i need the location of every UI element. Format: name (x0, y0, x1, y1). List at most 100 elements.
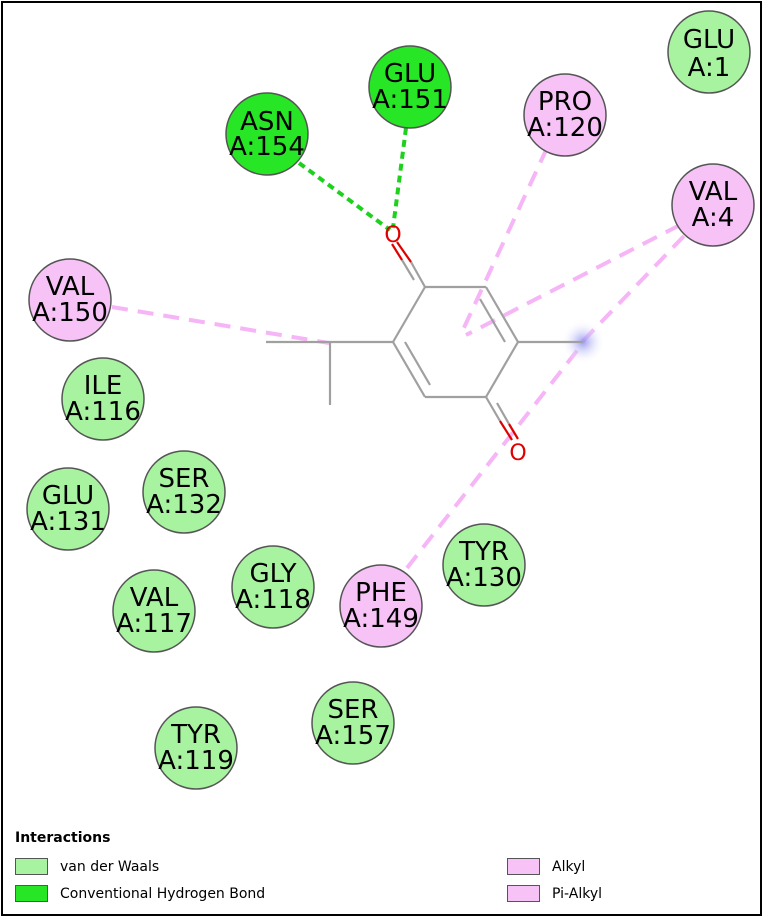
residue-ile116[interactable]: ILE A:116 (61, 357, 145, 441)
ring-bond (392, 341, 426, 398)
residue-circle (368, 45, 452, 129)
ring-double-inner (479, 298, 506, 343)
hbond-line-asn154 (297, 161, 392, 232)
residue-circle (523, 73, 607, 157)
legend-swatch (15, 885, 48, 902)
residue-glu1[interactable]: GLU A:1 (667, 10, 751, 94)
residue-number: A:118 (235, 585, 311, 615)
residue-name: ASN (240, 107, 294, 137)
legend-item-alkyl: Alkyl (507, 858, 585, 875)
residue-name: GLU (683, 25, 735, 55)
residue-asn154[interactable]: ASN A:154 (225, 92, 309, 176)
oxygen-atom-1: O (384, 223, 401, 248)
ring-bond (392, 286, 426, 343)
alkyl-line-val150 (111, 305, 330, 345)
carbonyl-bond-red (391, 243, 403, 261)
residue-number: A:117 (116, 609, 192, 639)
legend-swatch (507, 858, 540, 875)
residue-name: SER (328, 695, 379, 725)
residue-ser132[interactable]: SER A:132 (142, 450, 226, 534)
residue-number: A:154 (229, 132, 305, 162)
residue-tyr119[interactable]: TYR A:119 (154, 706, 238, 790)
residue-number: A:157 (315, 721, 391, 751)
ring-bond (485, 286, 519, 343)
ring-double-inner (404, 341, 431, 386)
residue-val117[interactable]: VAL A:117 (112, 569, 196, 653)
ligand (266, 285, 583, 405)
residue-name: GLU (42, 481, 94, 511)
residue-circle (225, 92, 309, 176)
residue-phe149[interactable]: PHE A:149 (339, 564, 423, 648)
residue-number: A:120 (527, 113, 603, 143)
residue-circle (154, 706, 238, 790)
residue-gly118[interactable]: GLY A:118 (231, 545, 315, 629)
residue-pro120[interactable]: PRO A:120 (523, 73, 607, 157)
residue-circle (667, 10, 751, 94)
residue-number: A:150 (32, 298, 108, 328)
residue-number: A:4 (692, 203, 735, 233)
residue-number: A:1 (688, 53, 731, 83)
ring-bond (485, 341, 519, 398)
carbonyl-bond-grey (410, 261, 426, 288)
legend-label: Pi-Alkyl (552, 885, 603, 902)
residue-glu131[interactable]: GLU A:131 (26, 467, 110, 551)
legend-item-vdw: van der Waals (15, 858, 159, 875)
residue-circle (339, 564, 423, 648)
residue-number: A:151 (372, 85, 448, 115)
residue-circle (442, 523, 526, 607)
residue-val4[interactable]: VAL A:4 (671, 163, 755, 247)
residue-name: VAL (689, 177, 738, 207)
residue-circle (28, 258, 112, 342)
residue-name: PRO (538, 87, 592, 117)
residue-name: ILE (84, 371, 123, 401)
legend-swatch (507, 885, 540, 902)
legend-label: Conventional Hydrogen Bond (60, 885, 266, 902)
residue-circle (142, 450, 226, 534)
legend-item-pi-alkyl: Pi-Alkyl (507, 885, 602, 902)
residue-circle (671, 163, 755, 247)
residue-name: SER (159, 464, 210, 494)
residue-name: VAL (130, 583, 179, 613)
legend-swatch (15, 858, 48, 875)
residue-name: VAL (46, 272, 95, 302)
residue-name: TYR (170, 720, 221, 750)
carbonyl-bond-red (499, 420, 513, 441)
residue-number: A:132 (146, 490, 222, 520)
residue-number: A:130 (446, 563, 522, 593)
residue-number: A:119 (158, 746, 234, 776)
residue-circle (61, 357, 145, 441)
residue-val150[interactable]: VAL A:150 (28, 258, 112, 342)
legend-title: Interactions (15, 830, 111, 846)
alkyl-line-phe149 (405, 341, 585, 570)
residue-name: PHE (355, 578, 407, 608)
residue-circle (231, 545, 315, 629)
carbonyl-bond-grey (485, 396, 501, 422)
residue-name: GLY (249, 559, 296, 589)
carbonyl-bonds (391, 241, 519, 441)
interaction-lines (111, 127, 686, 570)
residue-name: GLU (384, 59, 436, 89)
carbonyl-bond-red (508, 423, 519, 440)
alkyl-line-pro120 (460, 147, 549, 333)
alkyl-line-val4-ring (465, 223, 681, 337)
legend-label: van der Waals (60, 858, 160, 875)
residue-circle (311, 681, 395, 765)
residue-number: A:149 (343, 604, 419, 634)
legend-label: Alkyl (552, 858, 586, 875)
legend-item-hbond: Conventional Hydrogen Bond (15, 885, 265, 902)
residue-circle (26, 467, 110, 551)
residue-ser157[interactable]: SER A:157 (311, 681, 395, 765)
residue-tyr130[interactable]: TYR A:130 (442, 523, 526, 607)
residue-name: TYR (458, 537, 509, 567)
carbonyl-bond-red (396, 241, 412, 263)
alkyl-line-val4-methyl (581, 234, 686, 343)
residue-number: A:131 (30, 507, 106, 537)
carbonyl-bond-grey (401, 259, 415, 281)
hbond-line-glu151 (391, 127, 408, 229)
carbonyl-bond-grey (496, 402, 510, 425)
residue-glu151[interactable]: GLU A:151 (368, 45, 452, 129)
residue-number: A:116 (65, 397, 141, 427)
oxygen-atom-2: O (509, 441, 526, 466)
